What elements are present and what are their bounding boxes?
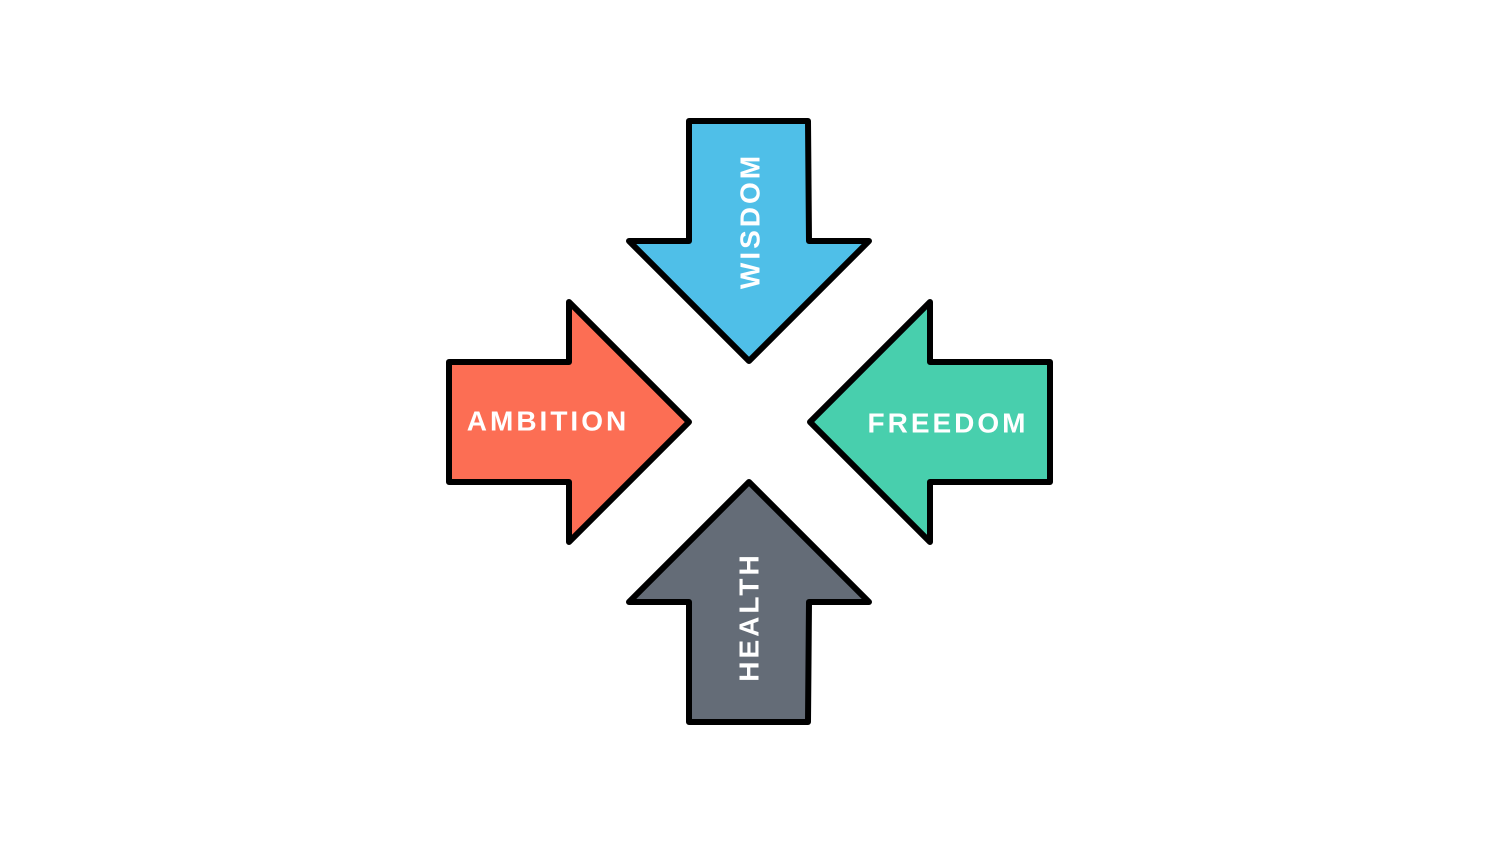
arrow-wisdom-shape	[626, 118, 872, 364]
arrow-freedom-label: FREEDOM	[868, 408, 1029, 439]
arrow-freedom: FREEDOM	[807, 299, 1053, 545]
arrow-health-label: HEALTH	[734, 552, 765, 681]
arrow-ambition-label: AMBITION	[467, 406, 629, 437]
arrow-health: HEALTH	[626, 479, 872, 725]
arrow-ambition-shape	[446, 299, 692, 545]
arrow-wisdom-label: WISDOM	[735, 153, 766, 289]
arrow-health-shape	[626, 479, 872, 725]
arrow-wisdom: WISDOM	[626, 118, 872, 364]
arrow-freedom-shape	[807, 299, 1053, 545]
arrow-ambition: AMBITION	[446, 299, 692, 545]
